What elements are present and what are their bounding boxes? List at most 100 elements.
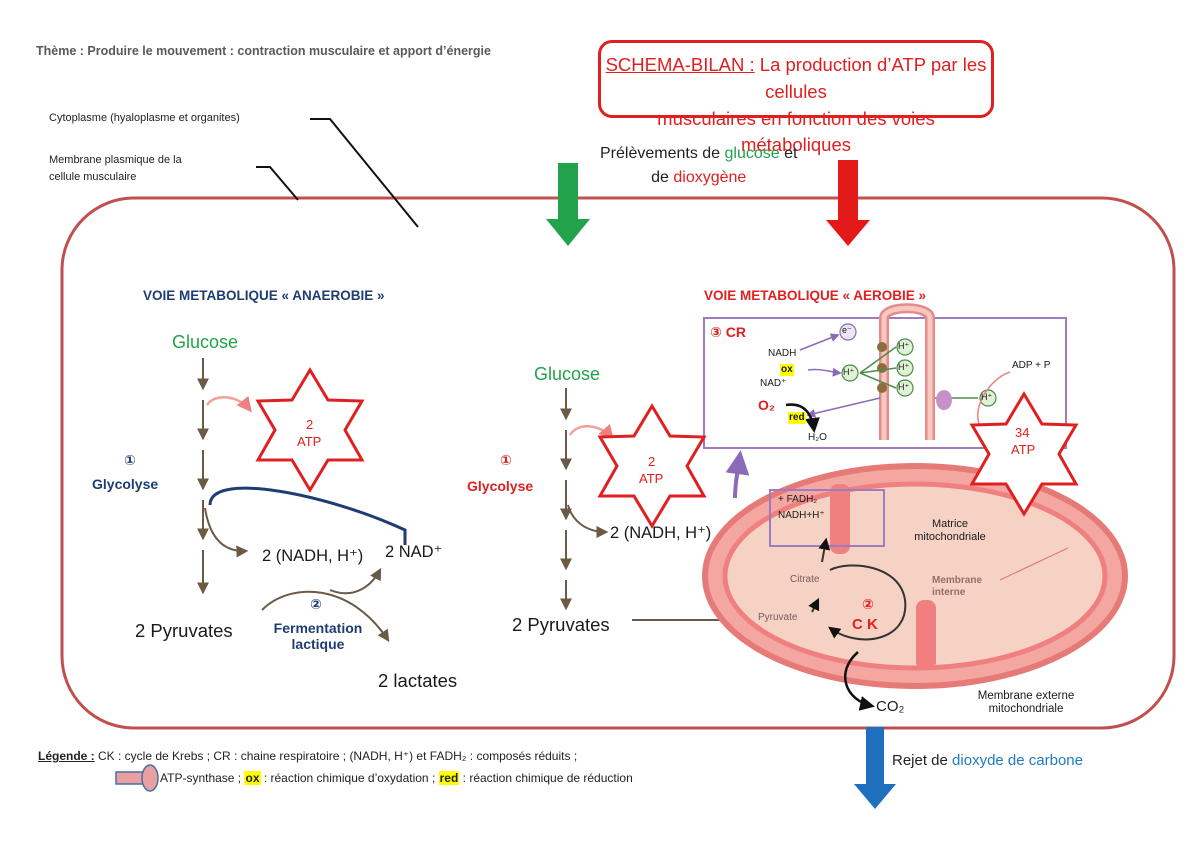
outer-membrane-line1: Membrane externe bbox=[977, 690, 1075, 702]
fermentation-label: Fermentation lactique bbox=[260, 620, 376, 652]
proton-label-4: H⁺ bbox=[843, 367, 855, 377]
fermentation-line1: Fermentation bbox=[273, 620, 363, 636]
title-rest-line1: La production d’ATP par les cellules bbox=[759, 54, 987, 102]
proton-carriers bbox=[841, 338, 997, 407]
title-line-2: musculaires en fonction des voies métabo… bbox=[657, 107, 935, 156]
chain-h2o-label: H₂O bbox=[808, 432, 827, 443]
atp-synthase-marker bbox=[936, 390, 952, 410]
anaerobic-nadh-label: 2 (NADH, H⁺) bbox=[262, 547, 364, 565]
anaerobic-atp-number: 2 bbox=[306, 417, 314, 432]
fermentation-line2: lactique bbox=[291, 636, 345, 653]
anaerobic-atp-label: ATP bbox=[297, 434, 322, 449]
inner-membrane-line1: Membrane bbox=[932, 575, 983, 586]
oxygen-intake-arrow bbox=[826, 160, 870, 246]
proton-label-2: H⁺ bbox=[898, 362, 910, 372]
matrix-label: Matrice mitochondriale bbox=[896, 518, 1004, 543]
legend-ox-badge: ox bbox=[244, 771, 261, 785]
fermentation-arc-b bbox=[329, 567, 382, 595]
chain-arrows bbox=[799, 333, 978, 418]
aerobic-glycolysis-label: Glycolyse bbox=[467, 478, 534, 494]
matrix-crista-bottom bbox=[916, 600, 936, 670]
legend-title: Légende : bbox=[38, 749, 95, 763]
cytoplasm-label: Cytoplasme (hyaloplasme et organites) bbox=[49, 112, 240, 124]
aerobic-atp-number: 2 bbox=[648, 454, 656, 469]
respiratory-chain-label: ③ CR bbox=[710, 324, 746, 340]
anaerobic-step2-num: ② bbox=[310, 596, 322, 612]
matrix-line1: Matrice bbox=[931, 518, 969, 530]
fadh2-label: + FADH₂ bbox=[778, 494, 818, 505]
krebs-step-num: ② bbox=[862, 596, 874, 612]
legend-line1: Légende : CK : cycle de Krebs ; CR : cha… bbox=[38, 749, 578, 764]
anaerobic-step1-num: ① bbox=[124, 452, 136, 468]
anaerobic-atp-release-arrow bbox=[205, 395, 252, 413]
intake-de: de bbox=[651, 169, 669, 186]
co2-release-path bbox=[843, 651, 875, 711]
intake-and: et bbox=[784, 145, 798, 162]
summary-title-box: SCHEMA-BILAN : La production d’ATP par l… bbox=[598, 40, 994, 155]
inner-membrane-line2: interne bbox=[932, 586, 966, 598]
proton-label-1: H⁺ bbox=[898, 341, 910, 351]
chain-nadh-label: NADH bbox=[768, 348, 797, 359]
atp34-label: ATP bbox=[1011, 442, 1036, 457]
anaerobic-nad-label: 2 NAD⁺ bbox=[385, 543, 443, 561]
membrane-label: Membrane plasmique de la cellule muscula… bbox=[49, 152, 249, 186]
atp34-star bbox=[969, 391, 1079, 517]
anaerobic-atp-star bbox=[255, 367, 365, 493]
intake-label: Prélèvements de glucose et de dioxygène bbox=[600, 142, 797, 190]
anaerobic-glycolysis-chain bbox=[197, 358, 249, 595]
release-prefix: Rejet de bbox=[892, 752, 948, 769]
atp34-number: 34 bbox=[1015, 425, 1030, 440]
chain-red-badge: red bbox=[788, 412, 806, 424]
aerobic-step1-num: ① bbox=[500, 452, 512, 468]
legend-text-1: CK : cycle de Krebs ; CR : chaine respir… bbox=[94, 749, 578, 763]
cytoplasm-leader-line bbox=[310, 118, 419, 228]
release-co2: dioxyde de carbone bbox=[952, 752, 1083, 769]
co2-release-arrow bbox=[854, 727, 896, 809]
anaerobic-glycolysis-label: Glycolyse bbox=[92, 476, 159, 492]
legend-line2: ATP-synthase ; ox : réaction chimique d’… bbox=[160, 771, 633, 786]
matrix-crista-top bbox=[830, 484, 850, 554]
chain-o2-label: O₂ bbox=[758, 397, 776, 413]
fermentation-arc-a bbox=[261, 590, 390, 643]
chain-ox-badge: ox bbox=[780, 364, 794, 376]
anaerobic-heading: VOIE METABOLIQUE « ANAEROBIE » bbox=[143, 288, 385, 303]
intake-prefix: Prélèvements de bbox=[600, 145, 721, 162]
inner-membrane-leader bbox=[999, 547, 1069, 581]
membrane-label-line1: Membrane plasmique de la bbox=[49, 154, 182, 166]
lactates-label: 2 lactates bbox=[378, 670, 458, 691]
adp-label: ADP + P bbox=[1012, 360, 1051, 371]
membrane-label-line2: cellule musculaire bbox=[49, 171, 137, 184]
atp-synthase-legend-icon bbox=[115, 764, 159, 792]
mitochondrion-inner bbox=[722, 481, 1108, 671]
proton-label-5: H⁺ bbox=[981, 392, 993, 402]
inner-membrane-label: Membrane interne bbox=[932, 575, 982, 598]
aerobic-nadh-label: 2 (NADH, H⁺) bbox=[610, 524, 712, 542]
outer-membrane-label: Membrane externe mitochondriale bbox=[962, 690, 1090, 716]
reduction-arrow bbox=[785, 403, 820, 433]
citrate-label: Citrate bbox=[790, 574, 820, 585]
legend-red-text: : réaction chimique de réduction bbox=[462, 771, 633, 785]
aerobic-pyruvates-label: 2 Pyruvates bbox=[512, 614, 610, 635]
nadh-h-label: NADH+H⁺ bbox=[778, 510, 825, 521]
electron-label: e⁻ bbox=[842, 325, 852, 335]
intake-oxygen: dioxygène bbox=[673, 169, 747, 186]
release-label: Rejet de dioxyde de carbone bbox=[892, 752, 1083, 769]
matrix-line2: mitochondriale bbox=[914, 530, 986, 543]
aerobic-atp-release-arrow bbox=[568, 424, 614, 441]
glucose-intake-arrow bbox=[546, 163, 590, 246]
muscle-cell-outline bbox=[60, 196, 1176, 730]
anaerobic-glucose: Glucose bbox=[172, 332, 239, 352]
legend-atp-synthase: ATP-synthase ; bbox=[160, 771, 242, 785]
co2-label: CO₂ bbox=[876, 698, 905, 715]
anaerobic-pyruvates-label: 2 Pyruvates bbox=[135, 620, 233, 641]
electron-marker bbox=[839, 323, 857, 341]
aerobic-glucose: Glucose bbox=[534, 364, 601, 384]
outer-membrane-line2: mitochondriale bbox=[988, 703, 1064, 716]
legend-red-badge: red bbox=[438, 771, 460, 785]
aerobic-atp-label: ATP bbox=[639, 471, 664, 486]
nadh-to-chain-arrow bbox=[725, 450, 750, 499]
krebs-cycle-arc bbox=[828, 564, 907, 641]
